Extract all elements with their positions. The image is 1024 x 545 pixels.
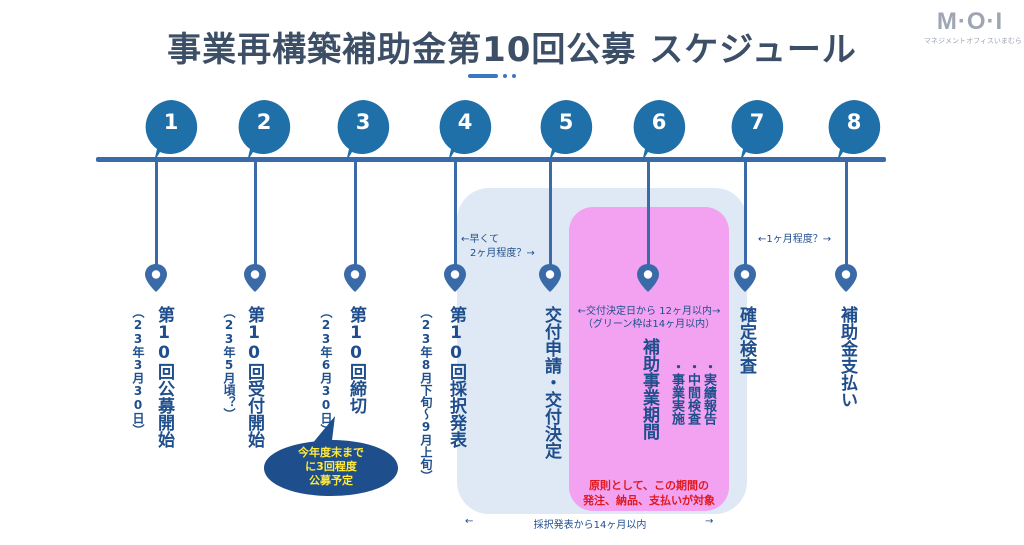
step-label: 第10回採択発表	[446, 306, 466, 448]
step-stem-4	[454, 162, 457, 268]
step-number: 1	[163, 110, 179, 134]
step-bubble-7: 7	[728, 98, 786, 162]
logo-mark: M·O·I	[936, 8, 1004, 35]
principle-line2: 発注、納品、支払いが対象	[583, 494, 715, 507]
step-label: 第10回締切	[346, 306, 366, 414]
page-title: 事業再構築補助金第10回公募 スケジュール	[167, 30, 857, 70]
logo: M·O·I マネジメントオフィスいまむら	[924, 8, 1022, 46]
grant-note-line1: ←交付決定日から 12ヶ月以内→	[577, 306, 721, 317]
step-number: 4	[457, 110, 473, 134]
task-item: ・中間検査	[685, 360, 700, 425]
step-number: 2	[256, 110, 272, 134]
task-item: ・実績報告	[701, 360, 716, 425]
step-date: （23年5月頃？）	[222, 306, 236, 420]
bottom-arrow-right: →	[705, 516, 714, 527]
step-stem-2	[254, 162, 257, 268]
map-pin-icon	[344, 264, 366, 292]
bottom-period-note: 採択発表から14ヶ月以内	[533, 520, 647, 531]
step-bubble-3: 3	[334, 98, 392, 162]
step-stem-1	[155, 162, 158, 268]
bottom-arrow-left: ←	[465, 516, 474, 527]
callout-bubble: 今年度末まで に3回程度 公募予定	[262, 416, 400, 496]
map-pin-icon	[734, 264, 756, 292]
step-date: （23年8月下旬～9月上旬）	[419, 306, 433, 482]
step-label: 補助事業期間	[639, 338, 659, 440]
map-pin-icon	[444, 264, 466, 292]
step-bubble-1: 1	[142, 98, 200, 162]
step-label: 補助金支払い	[837, 306, 857, 408]
title-decoration	[468, 74, 516, 78]
early-note-line1: ←早くて	[461, 234, 500, 245]
one-month-note: ←1ヶ月程度？→	[758, 234, 832, 245]
step-stem-5	[549, 162, 552, 268]
early-note-line2: 2ヶ月程度？→	[470, 248, 535, 259]
map-pin-icon	[145, 264, 167, 292]
principle-line1: 原則として、この期間の	[588, 479, 710, 492]
grant-note-line2: （グリーン枠は14ヶ月以内）	[582, 319, 716, 330]
map-pin-icon	[637, 264, 659, 292]
timeline-axis	[96, 157, 886, 162]
callout-line2: に3回程度	[305, 460, 357, 473]
step-label: 第10回公募開始	[154, 306, 174, 448]
step-number: 8	[846, 110, 862, 134]
step-bubble-5: 5	[537, 98, 595, 162]
step-number: 5	[558, 110, 574, 134]
step-number: 7	[749, 110, 765, 134]
callout-line1: 今年度末まで	[298, 446, 364, 459]
callout-line3: 公募予定	[309, 474, 353, 487]
step-number: 3	[355, 110, 371, 134]
step-number: 6	[651, 110, 667, 134]
step-bubble-6: 6	[630, 98, 688, 162]
step-bubble-2: 2	[235, 98, 293, 162]
step-label: 第10回受付開始	[244, 306, 264, 448]
step-label: 確定検査	[736, 306, 756, 374]
map-pin-icon	[835, 264, 857, 292]
step-bubble-4: 4	[436, 98, 494, 162]
step-stem-7	[744, 162, 747, 268]
step-date: （23年6月30日）	[319, 306, 333, 436]
step-stem-6	[647, 162, 650, 268]
principle-note: 原則として、この期間の 発注、納品、支払いが対象	[566, 478, 732, 508]
step-bubble-8: 8	[825, 98, 883, 162]
logo-subtitle: マネジメントオフィスいまむら	[924, 37, 1022, 45]
step-stem-8	[845, 162, 848, 268]
map-pin-icon	[539, 264, 561, 292]
step-date: （23年3月30日）	[131, 306, 145, 436]
step-stem-3	[354, 162, 357, 268]
map-pin-icon	[244, 264, 266, 292]
step-label: 交付申請・交付決定	[541, 306, 561, 459]
task-item: ・事業実施	[669, 360, 684, 425]
